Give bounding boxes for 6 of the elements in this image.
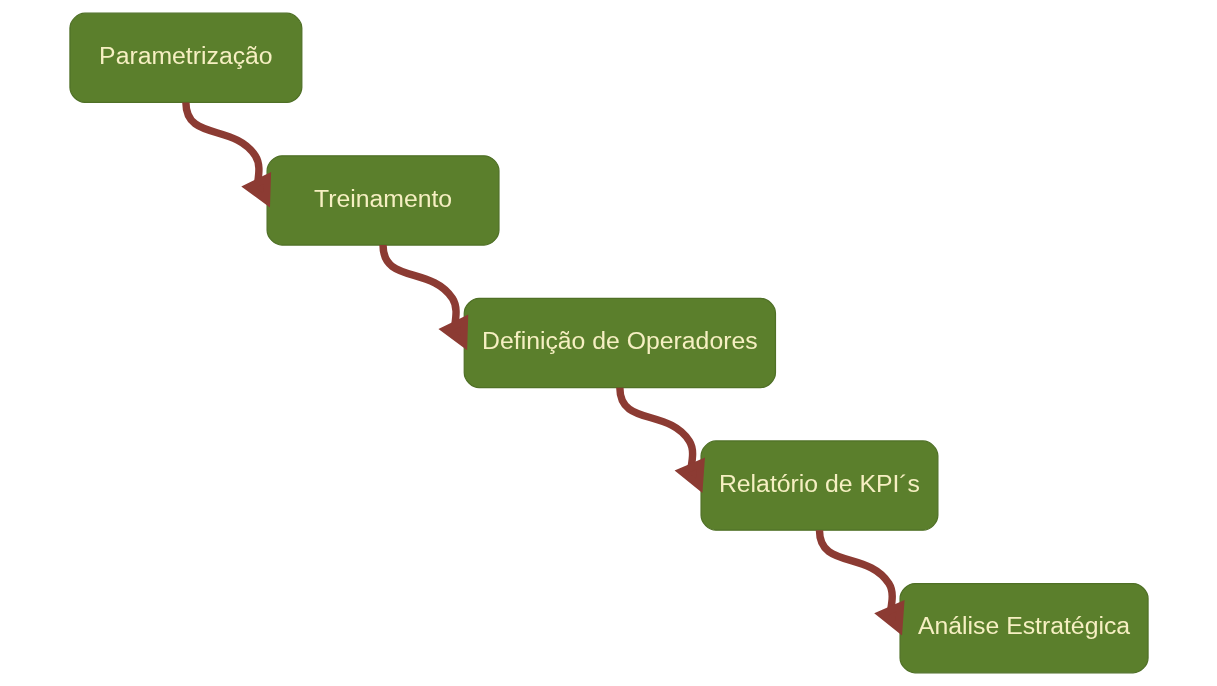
arrow xyxy=(615,387,705,493)
node-box: Análise Estratégica xyxy=(898,582,1149,674)
node-box: Parametrização xyxy=(68,12,302,104)
node-box: Relatório de KPI´s xyxy=(699,440,938,531)
node-box: Definição de Operadores xyxy=(463,297,776,389)
node-box: Treinamento xyxy=(266,155,500,246)
